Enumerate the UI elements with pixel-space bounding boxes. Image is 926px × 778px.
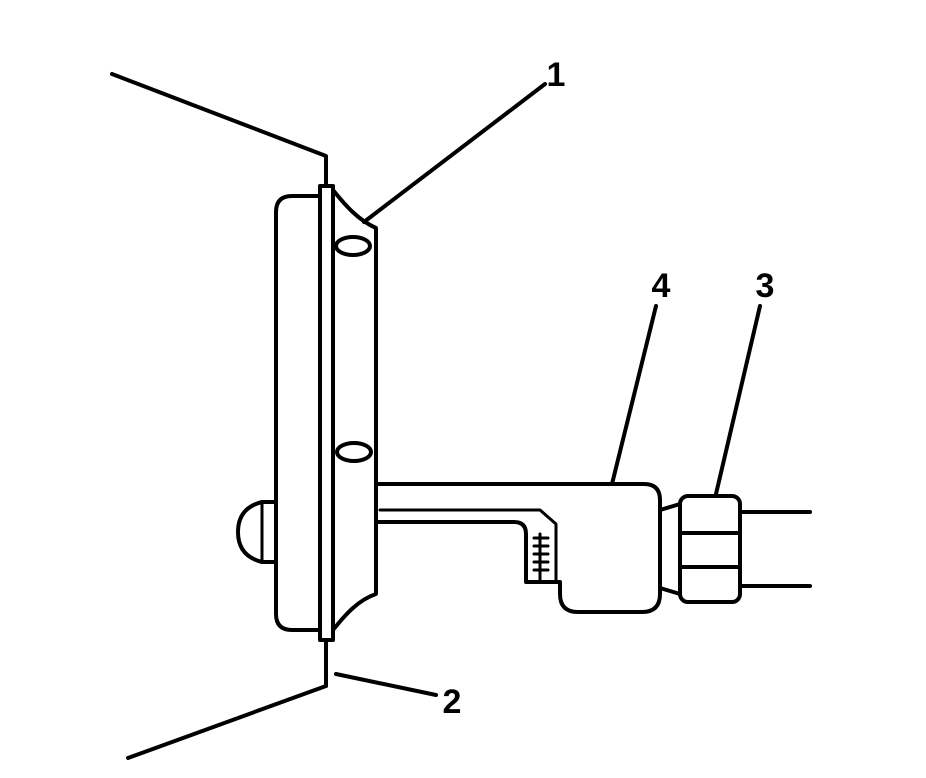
callout-3: 3 — [756, 267, 775, 305]
callout-2: 2 — [443, 683, 462, 721]
connector-tube — [374, 482, 662, 614]
housing — [236, 184, 378, 642]
fitting-nut — [658, 494, 742, 604]
leader-lines — [334, 82, 762, 697]
callout-1: 1 — [547, 56, 566, 94]
callout-4: 4 — [652, 267, 671, 305]
outgoing-line — [738, 510, 812, 588]
mounting-surface — [110, 72, 328, 760]
